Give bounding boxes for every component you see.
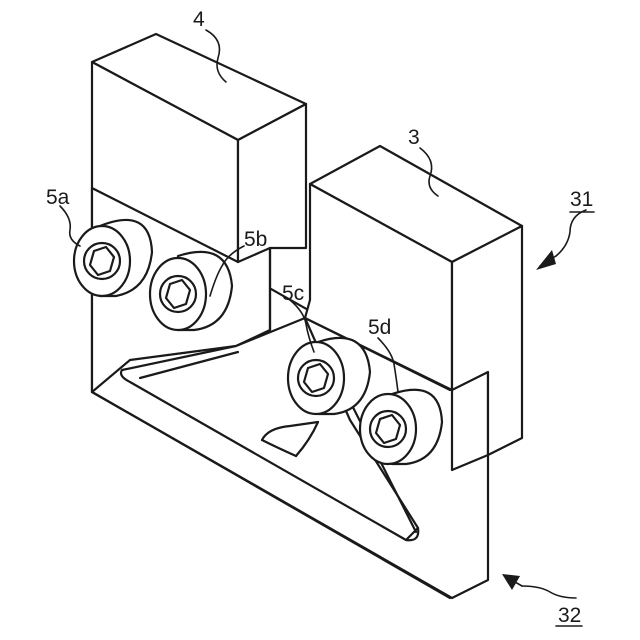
label-5d: 5d — [368, 316, 391, 339]
screw-5b — [150, 252, 232, 330]
screw-5d — [360, 390, 442, 464]
label-5b: 5b — [244, 228, 267, 251]
label-5c: 5c — [282, 282, 304, 305]
label-4: 4 — [193, 8, 205, 31]
label-31: 31 — [570, 188, 593, 211]
screw-5c — [288, 338, 370, 414]
arrow-32 — [502, 574, 522, 590]
arrow-31 — [536, 250, 556, 270]
label-3: 3 — [408, 126, 420, 149]
label-5a: 5a — [46, 186, 70, 209]
label-32: 32 — [558, 604, 581, 627]
